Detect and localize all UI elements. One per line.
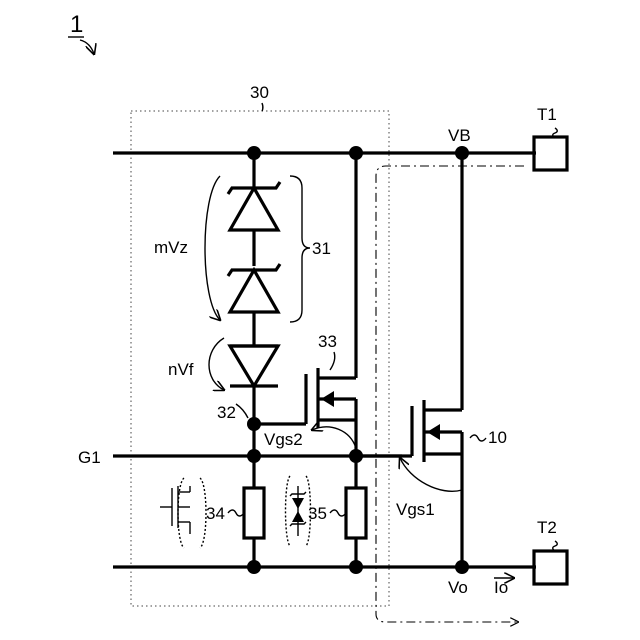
ref-35-leader [330,510,346,516]
bracket-31 [290,176,310,322]
nvf-bracket [209,338,224,390]
ref-35-label: 35 [308,504,327,523]
nvf-label: nVf [168,360,194,379]
terminal-t2-label: T2 [537,518,557,537]
zener-diode-1 [228,182,280,266]
vgs2-label: Vgs2 [264,430,303,449]
ref-32-leader [236,404,248,418]
terminal-t2 [534,551,567,584]
ref-10-label: 10 [488,428,507,447]
node-vb-left [247,146,261,160]
protection-block-30 [131,111,389,606]
io-label: Io [494,578,508,597]
mosfet-inset-icon [160,478,206,548]
block-30-label: 30 [250,83,269,102]
ref-31-label: 31 [312,239,331,258]
figure-reference-1: 1 [70,11,83,38]
node-vo-right [349,560,363,574]
terminal-t1-label: T1 [537,105,557,124]
block-30-leader [262,103,263,111]
vgs1-label: Vgs1 [396,500,435,519]
mvz-label: mVz [154,238,188,257]
current-path-indicator [376,166,524,622]
ref-34-leader [228,510,244,516]
vo-label: Vo [448,578,468,597]
ref-33-leader [330,352,335,370]
vgs1-arrow [400,458,462,491]
ref-10-leader [470,435,486,441]
zener-diode-2 [228,264,280,346]
resistor-right [346,488,366,538]
bidirectional-zener-icon [286,476,311,546]
node-vb-33 [349,146,363,160]
node-g1-left [247,449,261,463]
transistor-33 [306,153,356,488]
node-vo-left [247,560,261,574]
node-32 [247,417,261,431]
vb-label: VB [448,126,471,145]
forward-diode [230,346,278,424]
ref-33-label: 33 [318,332,337,351]
g1-label: G1 [78,448,101,467]
vgs2-arrow [312,427,356,448]
node-vo-main [455,560,469,574]
ref-32-label: 32 [217,403,236,422]
mvz-bracket [205,176,220,320]
node-g1-right [349,449,363,463]
ref-34-label: 34 [206,504,225,523]
terminal-t1 [534,137,567,170]
figure-reference-leader [80,40,94,54]
node-vb-main [455,146,469,160]
resistor-34 [244,488,264,538]
